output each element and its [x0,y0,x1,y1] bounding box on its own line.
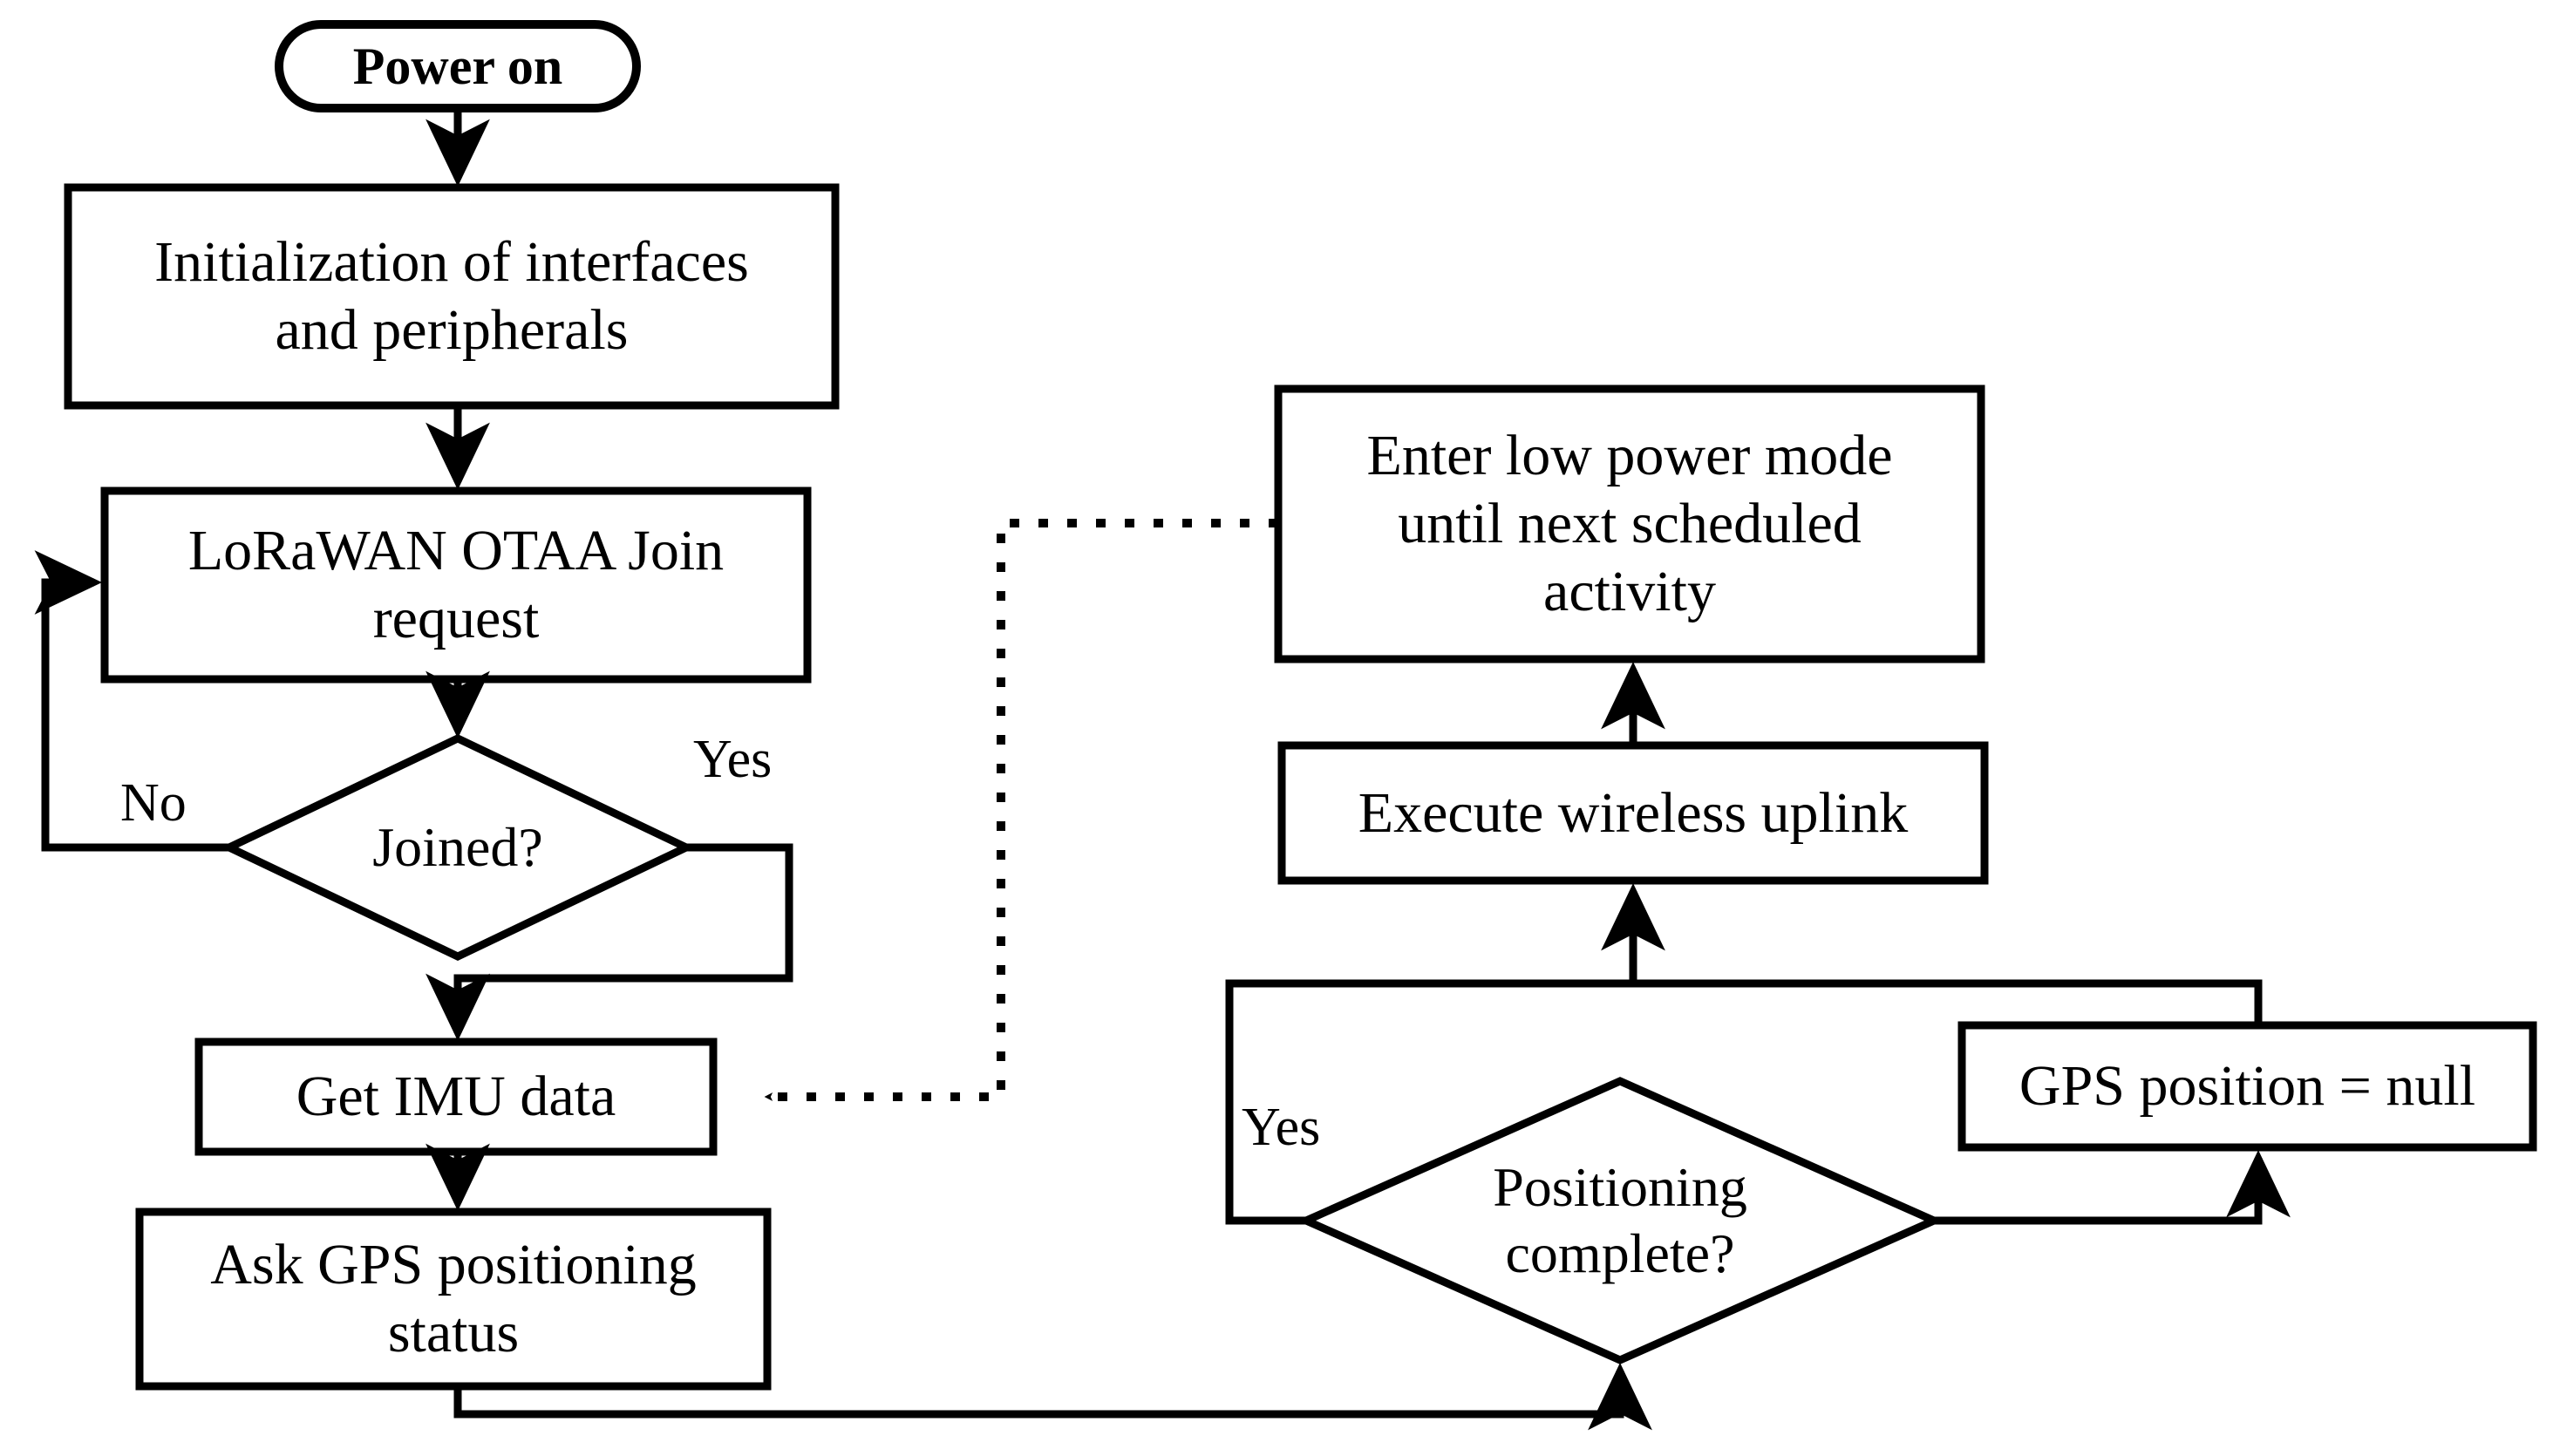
edge-label-joined-no: No [120,773,187,833]
node-positioning-decision-shape [1296,1077,1944,1364]
node-ask-gps-shape [135,1208,772,1391]
edge-positioning-to-gps-null [1934,1149,2291,1225]
edge-positioning-yes-to-uplink [1225,882,1665,1225]
node-gps-null-shape [1957,1021,2537,1152]
node-join-request-shape [100,486,812,684]
node-power-on-shape [275,20,641,112]
node-init-shape [64,183,840,410]
edge-low-power-to-get-imu-dotted [764,519,1278,1101]
edge-label-positioning-yes: Yes [1242,1098,1321,1157]
edge-joined-no-to-join-request [34,550,229,852]
node-joined-decision-shape [220,734,696,961]
node-low-power-shape [1274,384,1985,663]
edge-gps-null-to-uplink [1633,979,2263,1025]
node-get-imu-shape [194,1038,718,1156]
edge-joined-yes-to-get-imu [426,843,793,1042]
node-uplink-shape [1277,741,1989,885]
edge-label-joined-yes: Yes [693,730,773,789]
edge-ask-gps-to-positioning [453,1362,1652,1431]
